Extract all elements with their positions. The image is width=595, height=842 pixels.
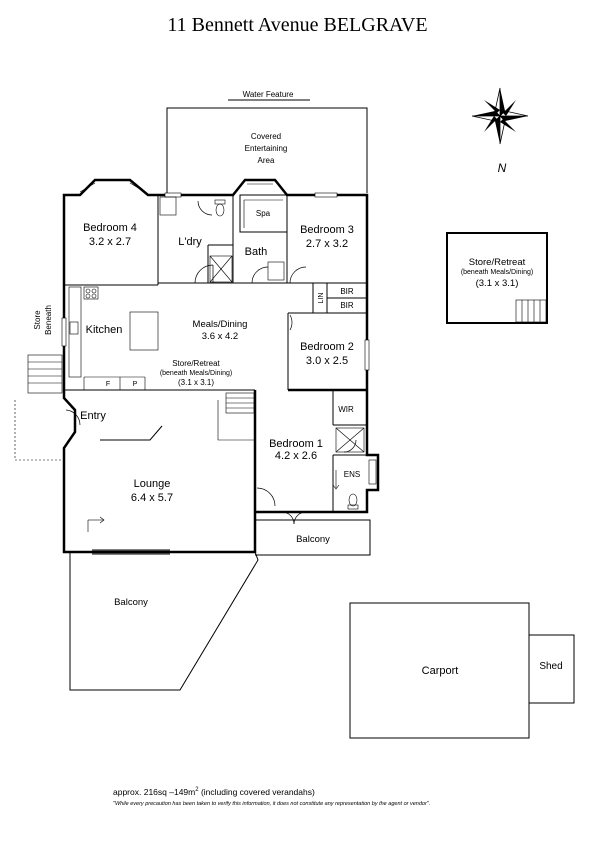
dim-bedroom3: 2.7 x 3.2 [306,238,348,250]
dim-bedroom2: 3.0 x 2.5 [306,355,348,367]
label-balcony-small: Balcony [296,534,330,545]
sink-icon [69,321,79,335]
label-covered-2: Entertaining [245,144,288,153]
ensuite-shower-icon [335,427,365,453]
toilet-icon [215,203,225,217]
label-pantry: P [133,381,138,388]
window-kitchen [61,317,67,347]
area-superscript: 2 [195,787,199,794]
compass-rose-icon [471,87,529,145]
window-bedroom2 [364,339,370,371]
label-kitchen: Kitchen [86,324,123,336]
separate-store-outline [446,232,548,324]
label-covered-3: Area [258,156,275,165]
label-lounge: Lounge [134,478,171,490]
label-bath: Bath [245,246,268,258]
label-wir: WIR [338,405,354,414]
window-bedroom3 [314,192,338,198]
disclaimer: "While every precaution has been taken t… [113,801,431,807]
label-spa: Spa [256,209,271,218]
balconies [69,519,371,691]
window-ensuite [368,459,377,485]
label-ensuite: ENS [344,470,360,479]
label-bedroom2: Bedroom 2 [300,341,354,353]
label-bir-1: BIR [340,287,354,296]
label-bedroom4: Bedroom 4 [83,222,137,234]
covered-area-outline [166,99,368,193]
doors [65,200,357,525]
area-suffix: (including covered verandahs) [198,787,315,797]
area-note: approx. 216sq –149m2 (including covered … [113,787,315,797]
window-laundry [164,192,182,198]
kitchen-bench [68,286,82,378]
label-separate-store: Store/Retreat [469,257,526,268]
label-entry: Entry [80,410,106,422]
interior-walls [64,194,367,512]
label-store-beneath-2: Beneath [44,305,53,335]
label-water-feature: Water Feature [243,90,294,99]
compass-north-label: N [498,161,507,175]
cooktop-icon [83,286,99,300]
dim-bedroom4: 3.2 x 2.7 [89,236,131,248]
shower-icon [209,255,233,283]
dim-store-retreat: (3.1 x 3.1) [178,378,214,387]
dim-meals-dining: 3.6 x 4.2 [202,331,238,342]
vanity-icon [267,261,285,281]
label-shed: Shed [539,661,562,672]
dim-bedroom1: 4.2 x 2.6 [275,450,317,462]
label-linen: LIN [318,293,325,304]
dim-lounge: 6.4 x 5.7 [131,492,173,504]
label-bedroom1: Bedroom 1 [269,438,323,450]
carport-outline [349,602,575,739]
label-store-beneath-1: Store [33,310,42,330]
label-covered-1: Covered [251,132,281,141]
fixtures [68,196,365,532]
laundry-tub-icon [159,196,177,216]
dim-separate-store: (3.1 x 3.1) [476,278,519,289]
label-balcony-large: Balcony [114,597,148,608]
label-store-retreat: Store/Retreat [172,359,220,368]
label-bedroom3: Bedroom 3 [300,224,354,236]
label-separate-store-sub: (beneath Meals/Dining) [461,269,533,276]
area-prefix: approx. 216sq –149m [113,787,196,797]
label-laundry: L'dry [178,236,202,248]
page-title: 11 Bennett Avenue BELGRAVE [167,14,428,36]
kitchen-island [129,311,159,351]
label-meals-dining: Meals/Dining [193,319,248,330]
label-carport: Carport [422,665,459,677]
label-fridge: F [106,381,110,388]
stairs [14,354,255,461]
ensuite-toilet-icon [348,493,358,507]
label-store-retreat-sub: (beneath Meals/Dining) [160,370,232,377]
label-bir-2: BIR [340,301,354,310]
